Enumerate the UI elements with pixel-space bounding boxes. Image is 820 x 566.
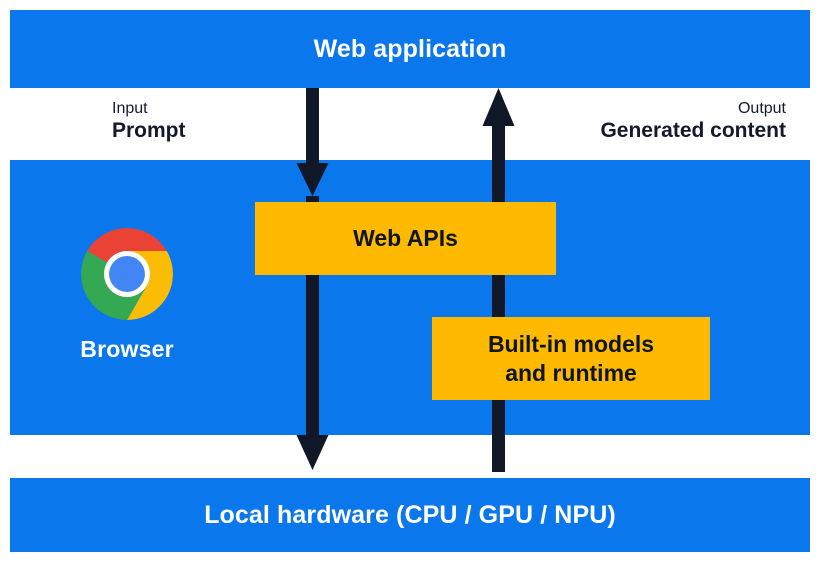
band-web-application-label: Web application [313,34,507,63]
chrome-logo-icon [81,228,173,320]
input-kicker: Input [112,100,148,117]
browser-block: Browser [47,228,207,363]
input-value: Prompt [112,118,186,142]
band-web-application: Web application [10,10,810,88]
box-web-apis-label: Web APIs [353,225,458,252]
output-value: Generated content [600,118,786,142]
input-annotation: Input Prompt [112,100,186,144]
band-local-hardware: Local hardware (CPU / GPU / NPU) [10,478,810,552]
output-annotation: Output Generated content [600,100,786,144]
box-web-apis: Web APIs [255,202,556,275]
box-built-in-models-and-runtime: Built-in models and runtime [432,317,710,400]
box-built-in-models-and-runtime-label: Built-in models and runtime [487,331,655,386]
band-local-hardware-label: Local hardware (CPU / GPU / NPU) [204,500,616,529]
output-kicker: Output [737,100,786,117]
browser-label: Browser [80,336,174,362]
